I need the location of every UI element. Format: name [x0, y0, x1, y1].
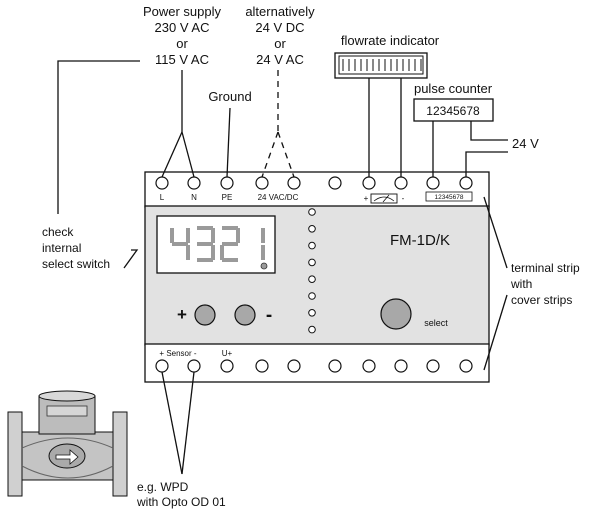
display-digit: [220, 226, 240, 262]
svg-text:N: N: [191, 193, 197, 202]
svg-text:or: or: [274, 36, 286, 51]
terminal-sensor-plus: [155, 359, 169, 373]
svg-text:12345678: 12345678: [435, 194, 464, 201]
svg-text:with Opto OD 01: with Opto OD 01: [136, 495, 226, 509]
meter-symbol-icon: [370, 193, 398, 204]
status-led-column: [308, 208, 316, 334]
status-led: [308, 241, 316, 250]
plus-button[interactable]: [194, 304, 216, 326]
decimal-point: [260, 262, 268, 270]
status-led: [308, 208, 316, 216]
svg-text:230 V AC: 230 V AC: [155, 20, 210, 35]
terminal-strip-note: terminal strip with cover strips: [510, 261, 580, 307]
alternative-supply-label: alternatively 24 V DC or 24 V AC: [245, 4, 315, 67]
terminal-pe: [220, 176, 234, 190]
select-label: select: [424, 318, 448, 328]
power-supply-label: Power supply 230 V AC or 115 V AC: [143, 4, 222, 67]
svg-text:-: -: [402, 194, 405, 203]
select-button[interactable]: [380, 298, 412, 330]
display-digit: [170, 228, 190, 260]
svg-text:+ Sensor -: + Sensor -: [159, 349, 196, 358]
bottom-terminals: [155, 359, 473, 373]
status-led: [308, 309, 316, 317]
wiring: [57, 60, 508, 475]
terminal-l: [155, 176, 169, 190]
terminal-counter-1: [426, 176, 440, 190]
terminal-sensor-minus: [187, 359, 201, 373]
terminal-unused: [328, 176, 342, 190]
svg-text:cover strips: cover strips: [511, 293, 572, 307]
status-led: [308, 325, 316, 334]
svg-text:115 V AC: 115 V AC: [155, 52, 209, 67]
status-led: [308, 275, 316, 284]
check-select-switch-note: check internal select switch: [42, 225, 110, 271]
svg-text:+: +: [364, 194, 369, 203]
pulse-counter-box: 12345678: [413, 98, 494, 122]
display-digit: [197, 226, 215, 262]
svg-text:24 VAC/DC: 24 VAC/DC: [258, 193, 299, 202]
top-terminal-labels: L N PE 24 VAC/DC + - 12345678: [160, 191, 473, 204]
svg-text:terminal strip: terminal strip: [511, 261, 580, 275]
terminal-meter-minus: [394, 176, 408, 190]
minus-symbol: -: [266, 305, 272, 326]
svg-text:PE: PE: [222, 193, 233, 202]
svg-text:select switch: select switch: [42, 257, 110, 271]
top-terminals: [155, 176, 473, 190]
terminal-counter-2: [459, 176, 473, 190]
svg-text:or: or: [176, 36, 188, 51]
terminal-24v-1: [255, 176, 269, 190]
display-digits: [170, 226, 265, 262]
flow-sensor-icon: [7, 390, 128, 497]
terminal-meter-plus: [362, 176, 376, 190]
svg-text:check: check: [42, 225, 74, 239]
led-display: [156, 215, 276, 274]
sensor-example-note: e.g. WPD with Opto OD 01: [136, 480, 226, 509]
bottom-terminal-labels: + Sensor - U+: [159, 349, 232, 358]
pulse-counter-value: 12345678: [426, 104, 480, 118]
flowrate-indicator-gauge: [334, 52, 428, 79]
svg-text:L: L: [160, 193, 165, 202]
status-led: [308, 258, 316, 267]
v24-label: 24 V: [512, 136, 539, 151]
svg-text:Power supply: Power supply: [143, 4, 222, 19]
terminal-u-plus: [220, 359, 234, 373]
pulse-counter-label: pulse counter: [414, 81, 493, 96]
flowrate-indicator-label: flowrate indicator: [341, 33, 440, 48]
terminal-n: [187, 176, 201, 190]
status-led: [308, 225, 316, 233]
status-led: [308, 292, 316, 300]
counter-tag: [425, 191, 473, 202]
terminal-24v-2: [287, 176, 301, 190]
svg-text:e.g. WPD: e.g. WPD: [137, 480, 189, 494]
plus-symbol: +: [177, 305, 187, 324]
svg-text:internal: internal: [42, 241, 81, 255]
svg-text:24 V AC: 24 V AC: [256, 52, 304, 67]
svg-text:alternatively: alternatively: [245, 4, 315, 19]
device-housing: [144, 171, 490, 383]
svg-text:with: with: [510, 277, 532, 291]
model-name: FM-1D/K: [390, 232, 450, 249]
flow-arrow-icon: [55, 449, 79, 465]
minus-button[interactable]: [234, 304, 256, 326]
display-digit: [261, 228, 265, 260]
svg-text:U+: U+: [222, 349, 233, 358]
ground-label: Ground: [208, 89, 251, 104]
svg-text:24 V DC: 24 V DC: [255, 20, 304, 35]
